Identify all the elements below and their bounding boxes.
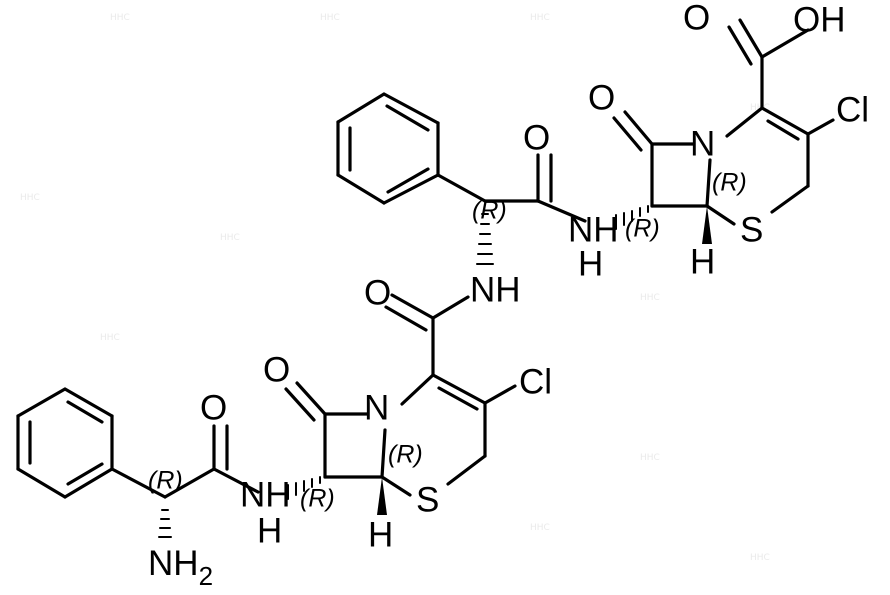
svg-text:HHC: HHC	[320, 13, 340, 23]
svg-text:HHC: HHC	[20, 193, 40, 203]
stereo-descriptor-6: (R)	[148, 467, 183, 495]
svg-text:HHC: HHC	[100, 333, 120, 343]
amide-nh-mid: NH	[470, 270, 521, 309]
amine-nh2: NH2	[148, 544, 213, 591]
lactam-oxygen-bot: O	[263, 350, 290, 389]
hashed-bond-mid	[476, 213, 494, 265]
amide-nh-top-hydrogen: H	[578, 244, 603, 283]
stereo-descriptor-3: (R)	[472, 197, 507, 225]
atom-labels: O OH Cl O N S H NH H O NH O Cl O N S H N…	[148, 0, 869, 591]
wedge-bond-top	[702, 206, 712, 244]
svg-text:HHC: HHC	[640, 453, 660, 463]
hashed-bond-bot	[287, 476, 321, 500]
stereo-descriptor-1: (R)	[712, 169, 747, 197]
ring-sulfur-bot: S	[416, 480, 439, 519]
stereo-descriptor-4: (R)	[388, 441, 423, 469]
bridgehead-hydrogen-bot: H	[368, 515, 393, 554]
amide-nh-top: NH	[568, 210, 619, 249]
amide-nh-bot: NH	[240, 475, 291, 514]
amide-oxygen-mid: O	[364, 273, 391, 312]
bonds	[16, 18, 835, 538]
ring-nitrogen-top: N	[690, 124, 715, 163]
svg-text:HHC: HHC	[530, 523, 550, 533]
svg-text:HHC: HHC	[220, 233, 240, 243]
svg-text:HHC: HHC	[110, 13, 130, 23]
amide-oxygen-top: O	[523, 118, 550, 157]
ring-sulfur-top: S	[740, 210, 763, 249]
stereo-labels: (R) (R) (R) (R) (R) (R)	[148, 169, 747, 513]
lactam-oxygen-top: O	[588, 78, 615, 117]
amide-oxygen-bot: O	[200, 388, 227, 427]
svg-text:HHC: HHC	[530, 13, 550, 23]
hashed-bond-top	[615, 205, 649, 230]
svg-text:HHC: HHC	[750, 553, 770, 563]
acid-carbonyl-oxygen: O	[683, 0, 710, 37]
stereo-descriptor-2: (R)	[625, 215, 660, 243]
hashed-bond-nh2	[158, 509, 172, 538]
amide-nh-bot-hydrogen: H	[257, 511, 282, 550]
stereo-descriptor-5: (R)	[300, 485, 335, 513]
hydroxyl-label: OH	[793, 0, 846, 39]
chlorine-top: Cl	[836, 90, 869, 129]
ring-nitrogen-bot: N	[364, 388, 389, 427]
svg-text:HHC: HHC	[640, 293, 660, 303]
bridgehead-hydrogen-top: H	[690, 242, 715, 281]
wedge-bond-bot	[377, 477, 387, 515]
chlorine-mid: Cl	[519, 362, 552, 401]
